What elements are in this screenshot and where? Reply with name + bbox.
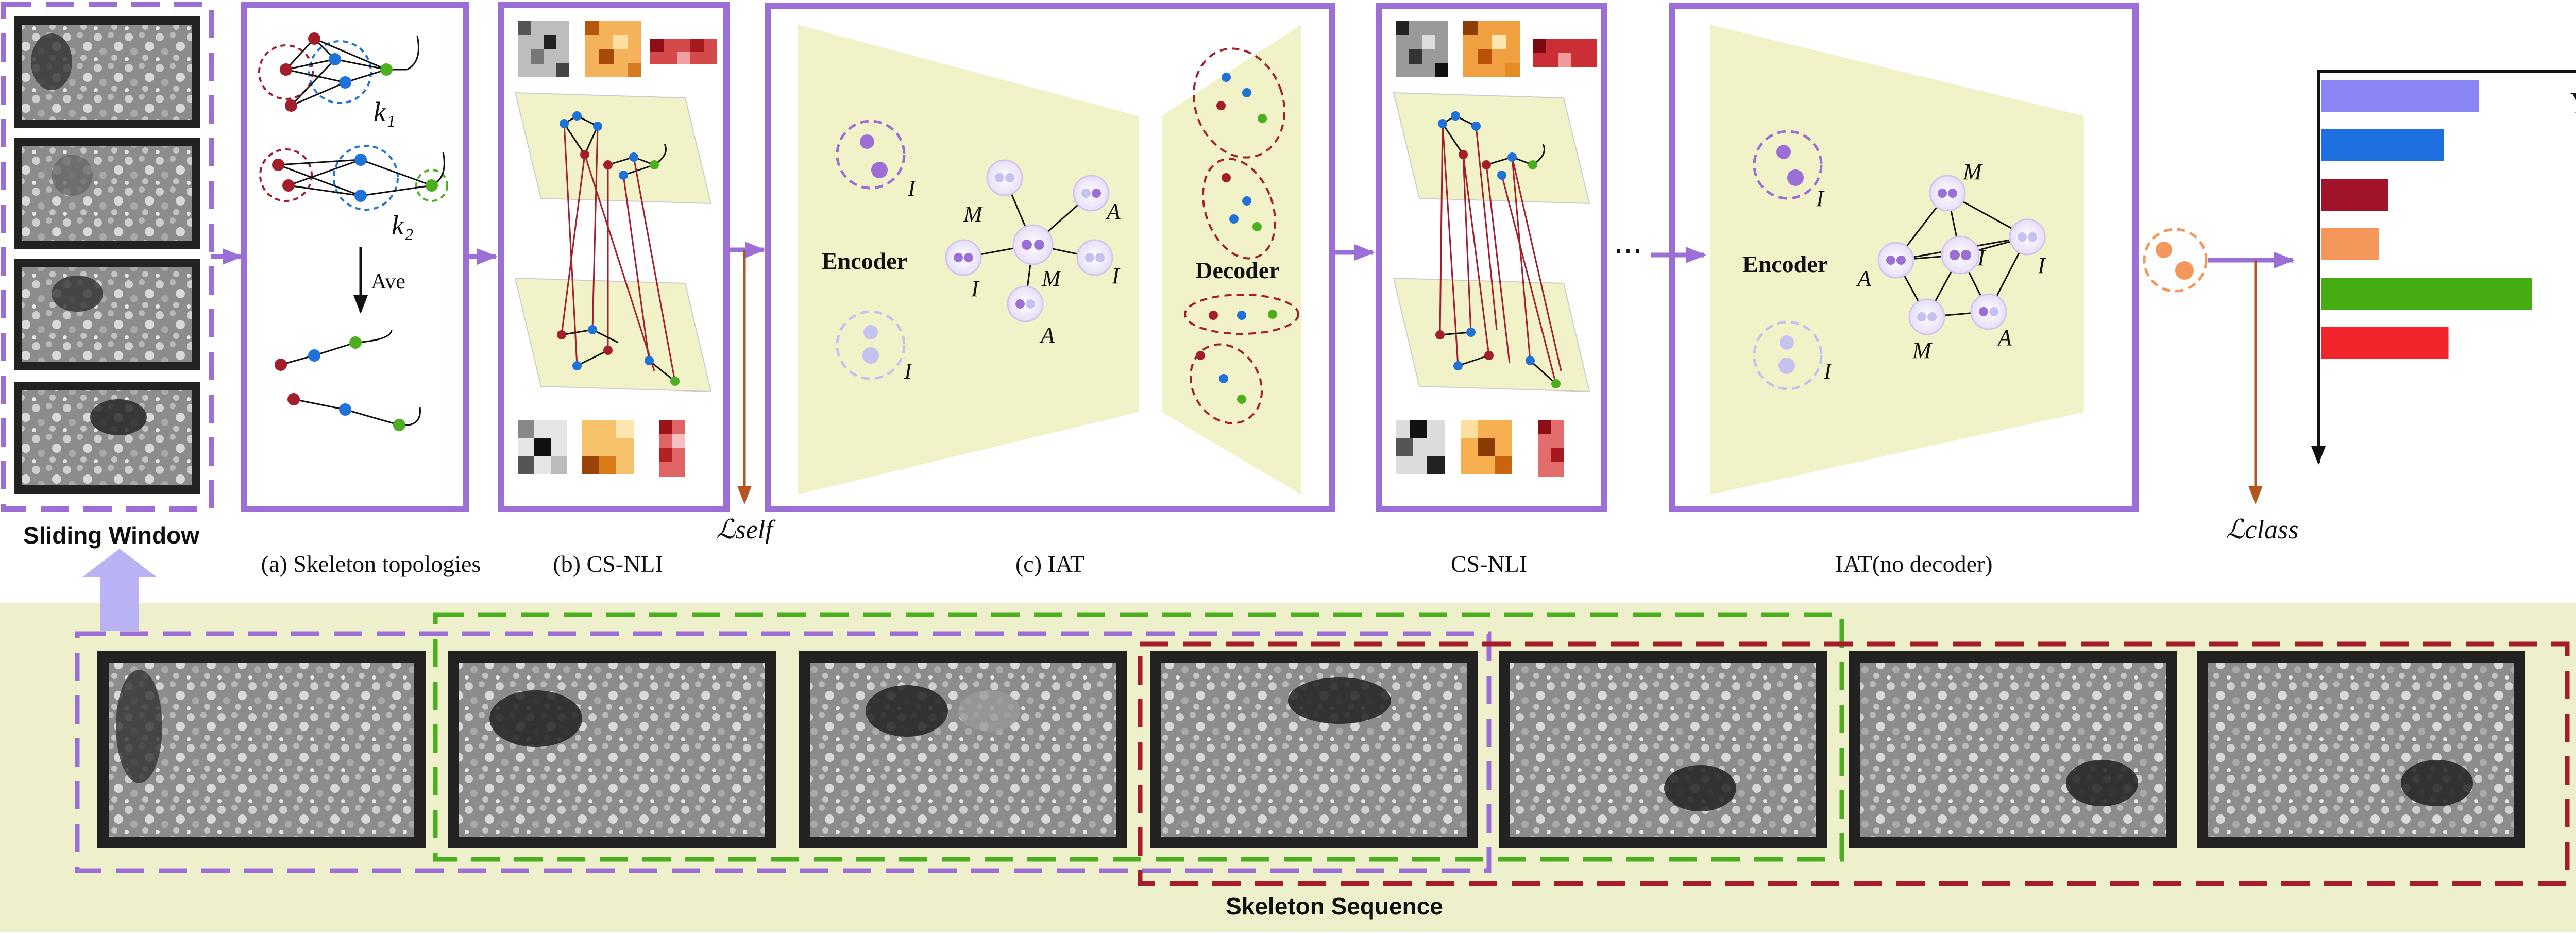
ave-label: Ave <box>371 270 405 294</box>
output-node-dot-1 <box>2156 242 2172 258</box>
iatnd-label-I-top: I <box>1816 186 1825 211</box>
sequence-frame-6 <box>1849 651 2177 848</box>
cs-nli-2-label: CS-NLI <box>1451 551 1527 577</box>
iatnd-label-M-2: M <box>1912 338 1933 363</box>
label-k1: k₁ <box>374 96 396 127</box>
iat-no-decoder-graph <box>1877 175 2046 335</box>
iat-label: (c) IAT <box>1015 551 1084 577</box>
cs-nli-2-bottom-heatmaps <box>1396 420 1564 477</box>
iat-label-A-1: A <box>1105 199 1121 224</box>
iat-label-M-1: M <box>963 201 984 227</box>
iat-panel <box>765 3 1335 512</box>
iat-no-decoder-identity-clusters <box>1753 130 1823 390</box>
iat-no-decoder-panel <box>1669 3 2139 512</box>
iat-node-labels: I I M A I M I A <box>904 176 1121 384</box>
cs-nli-2-top-heatmaps <box>1396 21 1597 77</box>
cs-nli-planes <box>514 92 712 393</box>
output-node-dot-2 <box>2175 261 2194 280</box>
averaged-skeleton <box>275 329 421 431</box>
cs-nli-2-planes <box>1393 92 1590 393</box>
skeleton-topologies-label: (a) Skeleton topologies <box>261 551 481 577</box>
cs-nli-panel <box>498 2 730 512</box>
cs-nli-bottom-heatmaps <box>518 420 685 477</box>
iatnd-label-A-2: A <box>1996 325 2012 350</box>
window-green-dashed <box>433 612 1844 862</box>
output-bar-chart: Ỹ <box>2311 70 2576 465</box>
sequence-frame-4 <box>1150 651 1478 848</box>
sequence-frame-5 <box>1499 651 1827 848</box>
chart-bar-1 <box>2321 80 2479 112</box>
chart-bar-3 <box>2321 179 2388 211</box>
iat-label-I-2: I <box>1111 263 1121 288</box>
sequence-frame-7 <box>2197 651 2525 848</box>
skeleton-topologies-panel <box>241 2 469 512</box>
cs-nli-label: (b) CS-NLI <box>553 551 663 577</box>
window-red-dashed <box>1138 641 2570 886</box>
iat-no-decoder-encoder-label: Encoder <box>1742 251 1828 277</box>
iatnd-label-I-1: I <box>1977 245 1986 270</box>
iat-label-I-top: I <box>907 176 917 201</box>
chart-title-y-tilde: Ỹ <box>2570 86 2576 120</box>
chart-bar-2 <box>2321 129 2444 161</box>
iatnd-label-M-1: M <box>1962 159 1983 184</box>
iatnd-label-A-1: A <box>1856 266 1872 291</box>
chart-bar-4 <box>2321 228 2379 260</box>
sequence-frame-2 <box>448 651 776 848</box>
ellipsis: ⋯ <box>1614 235 1642 267</box>
up-arrow-to-sliding-window <box>82 549 157 631</box>
output-node <box>2143 228 2208 293</box>
label-k2: k₂ <box>392 210 414 241</box>
iat-interaction-graph <box>945 159 1113 322</box>
chart-bar-6 <box>2321 327 2449 359</box>
iat-identity-clusters <box>836 120 906 380</box>
iat-label-I-1: I <box>971 276 980 301</box>
iat-no-decoder-label: IAT(no decoder) <box>1835 551 1992 577</box>
sliding-window-panel <box>1 2 214 512</box>
iatnd-label-I-bottom: I <box>1823 359 1833 384</box>
chart-bars <box>2321 80 2532 359</box>
iat-label-M-2: M <box>1041 266 1062 291</box>
window-purple-dashed <box>75 631 1492 873</box>
iat-decoder-label: Decoder <box>1195 257 1279 283</box>
iat-no-decoder-node-labels: I I M A I I M A <box>1816 159 2046 384</box>
iatnd-label-I-2: I <box>2037 253 2046 278</box>
sequence-frames <box>97 651 2525 848</box>
iat-encoder-label: Encoder <box>822 248 907 274</box>
iat-label-I-bottom: I <box>904 359 913 384</box>
iat-decoder-clusters <box>1184 47 1299 424</box>
skeleton-sequence-label: Skeleton Sequence <box>1226 893 1443 920</box>
sequence-frame-3 <box>799 651 1127 848</box>
topology-graph-k1 <box>258 32 419 112</box>
loss-class-label: ℒclass <box>2226 515 2298 545</box>
sliding-window-label: Sliding Window <box>23 522 199 549</box>
cs-nli-2-panel <box>1376 3 1607 512</box>
iat-label-A-2: A <box>1039 322 1055 348</box>
topology-graph-k2 <box>259 145 448 211</box>
iat-decoder-trapezoid <box>1162 25 1301 495</box>
chart-bar-5 <box>2321 278 2532 310</box>
sequence-frame-1 <box>97 651 426 848</box>
loss-self-label: ℒself <box>716 515 776 545</box>
cs-nli-top-heatmaps <box>518 21 717 77</box>
